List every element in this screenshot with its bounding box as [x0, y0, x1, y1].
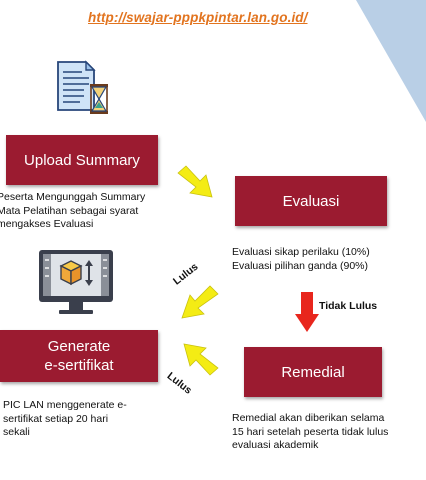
desc-line: Evaluasi pilihan ganda (90%) [232, 259, 369, 272]
source-url-link[interactable]: http://swajar-pppkpintar.lan.go.id/ [88, 10, 308, 25]
generate-sertifikat-description: PIC LAN menggenerate e- sertifikat setia… [3, 399, 127, 440]
desc-line: Peserta Mengunggah Summary [0, 191, 146, 203]
remedial-label: Remedial [281, 363, 345, 381]
desc-line: 15 hari setelah peserta tidak lulus [232, 425, 389, 438]
remedial-description: Remedial akan diberikan selama 15 hari s… [232, 412, 388, 453]
desc-line: Evaluasi sikap perilaku (10%) [232, 246, 370, 258]
arrow-evaluasi-to-generate [181, 285, 219, 319]
arrow-remedial-to-generate [183, 343, 219, 376]
evaluasi-label: Evaluasi [282, 192, 340, 210]
generate-sertifikat-box: Generate e-sertifikat [0, 330, 158, 382]
desc-line: Remedial akan diberikan selama [232, 412, 385, 424]
desc-line: sertifikat setiap 20 hari [3, 412, 109, 425]
arrow-upload-to-evaluasi [177, 165, 213, 198]
desc-line: sekali [3, 426, 30, 438]
evaluasi-box: Evaluasi [235, 176, 387, 226]
evaluasi-description: Evaluasi sikap perilaku (10%) Evaluasi p… [232, 246, 370, 273]
generate-sertifikat-label: Generate e-sertifikat [44, 338, 114, 374]
arrow-evaluasi-to-remedial [295, 292, 319, 332]
desc-line: mengakses Evaluasi [0, 218, 94, 230]
upload-summary-box: Upload Summary [6, 135, 158, 185]
desc-line: PIC LAN menggenerate e- [3, 399, 127, 411]
upload-summary-label: Upload Summary [24, 151, 140, 169]
desc-line: evaluasi akademik [232, 439, 319, 451]
desc-line: Mata Pelatihan sebagai syarat [0, 204, 139, 217]
tidak-lulus-label: Tidak Lulus [319, 300, 378, 312]
remedial-box: Remedial [244, 347, 382, 397]
upload-summary-description: Peserta Mengunggah Summary Mata Pelatiha… [0, 191, 145, 232]
document-hourglass-icon [57, 60, 108, 114]
monitor-box-icon [39, 250, 113, 314]
